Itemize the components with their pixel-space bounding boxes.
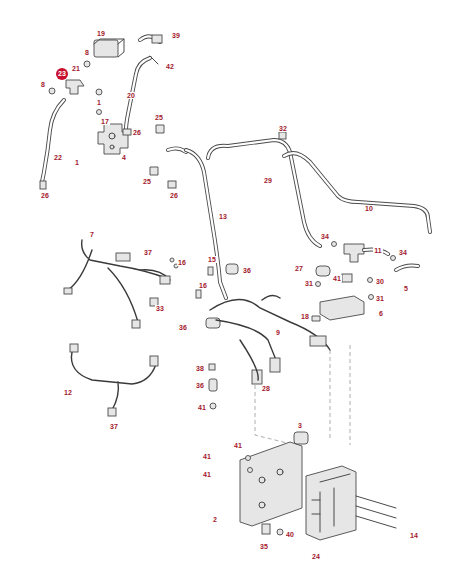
callout-number: 16 (198, 282, 208, 289)
callout-number: 27 (294, 265, 304, 272)
callout-number: 29 (263, 177, 273, 184)
callout-number: 37 (109, 423, 119, 430)
callout-number: 19 (96, 30, 106, 37)
callout-number: 41 (332, 275, 342, 282)
callout-number: 38 (195, 365, 205, 372)
callout-number: 11 (373, 247, 382, 254)
callout-number: 26 (169, 192, 179, 199)
callout-number: 3 (297, 422, 303, 429)
callout-number: 22 (53, 154, 63, 161)
callout-number: 41 (197, 404, 207, 411)
callout-number: 30 (375, 278, 385, 285)
callout-number: 24 (311, 553, 321, 560)
callout-number: 32 (278, 125, 288, 132)
callout-number: 40 (285, 531, 295, 538)
callout-number: 1 (74, 159, 80, 166)
callout-number: 39 (171, 32, 181, 39)
callout-number: 14 (409, 532, 419, 539)
callout-number: 23 (56, 68, 68, 80)
callout-number: 34 (398, 249, 408, 256)
callout-number: 26 (132, 129, 142, 136)
callout-number: 33 (155, 305, 165, 312)
callout-number: 41 (233, 442, 243, 449)
callout-number: 35 (259, 543, 269, 550)
callout-number: 2 (212, 516, 218, 523)
callout-number: 41 (202, 453, 212, 460)
callout-number: 7 (89, 231, 95, 238)
callout-number: 34 (320, 233, 330, 240)
callout-number: 4 (121, 154, 127, 161)
callout-number: 36 (242, 267, 252, 274)
callout-number: 16 (177, 259, 187, 266)
callout-number: 21 (71, 65, 81, 72)
callout-number: 36 (195, 382, 205, 389)
callout-number: 41 (202, 471, 212, 478)
callout-number: 15 (207, 256, 217, 263)
callout-number: 8 (84, 49, 90, 56)
callout-number: 31 (375, 295, 385, 302)
callout-number: 1 (96, 99, 102, 106)
callout-number: 36 (178, 324, 188, 331)
callout-number: 28 (261, 385, 271, 392)
callout-number: 10 (364, 205, 374, 212)
callout-number: 17 (100, 118, 110, 125)
callout-number: 42 (165, 63, 175, 70)
callout-number: 6 (378, 310, 384, 317)
callout-number: 8 (40, 81, 46, 88)
callout-number: 26 (40, 192, 50, 199)
callout-number: 37 (143, 249, 153, 256)
callout-number: 13 (218, 213, 228, 220)
callout-number: 18 (300, 313, 310, 320)
callout-number: 12 (63, 389, 73, 396)
callout-number: 9 (275, 329, 281, 336)
callout-number: 20 (126, 92, 136, 99)
callout-number: 31 (304, 280, 314, 287)
callout-number: 25 (142, 178, 152, 185)
callout-number: 25 (154, 114, 164, 121)
callout-number: 5 (403, 285, 409, 292)
